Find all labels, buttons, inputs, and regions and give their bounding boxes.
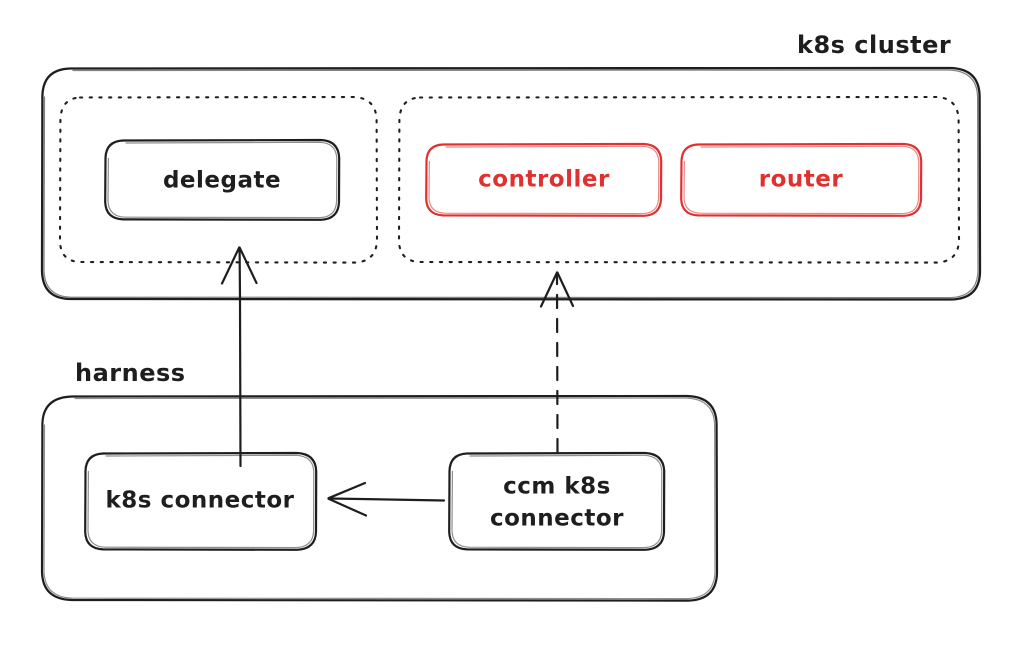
node-ccm-k8s-connector-label-line1: ccm k8s (503, 474, 611, 500)
node-ccm-k8s-connector-label-line2: connector (490, 506, 624, 532)
node-controller[interactable]: controller (425, 142, 663, 217)
edge-k8s-connector-to-delegate[interactable] (220, 246, 258, 468)
node-router-label: router (759, 167, 844, 193)
label-k8s-cluster: k8s cluster (797, 31, 951, 59)
label-harness: harness (75, 359, 186, 387)
node-delegate[interactable]: delegate (104, 138, 341, 221)
edge-ccm-connector-to-red-group[interactable] (539, 271, 575, 454)
edge-ccm-connector-to-k8s-connector[interactable] (327, 481, 446, 517)
node-controller-label: controller (478, 167, 610, 193)
group-red-components-dotted (397, 95, 961, 264)
node-k8s-connector[interactable]: k8s connector (84, 451, 318, 551)
node-k8s-connector-label: k8s connector (105, 488, 294, 514)
node-ccm-k8s-connector[interactable]: ccm k8s connector (448, 451, 666, 551)
node-router[interactable]: router (680, 142, 923, 217)
group-delegate-dotted (58, 95, 379, 264)
container-harness[interactable] (40, 394, 719, 602)
node-delegate-label: delegate (163, 168, 281, 194)
container-k8s-cluster[interactable] (40, 66, 982, 301)
